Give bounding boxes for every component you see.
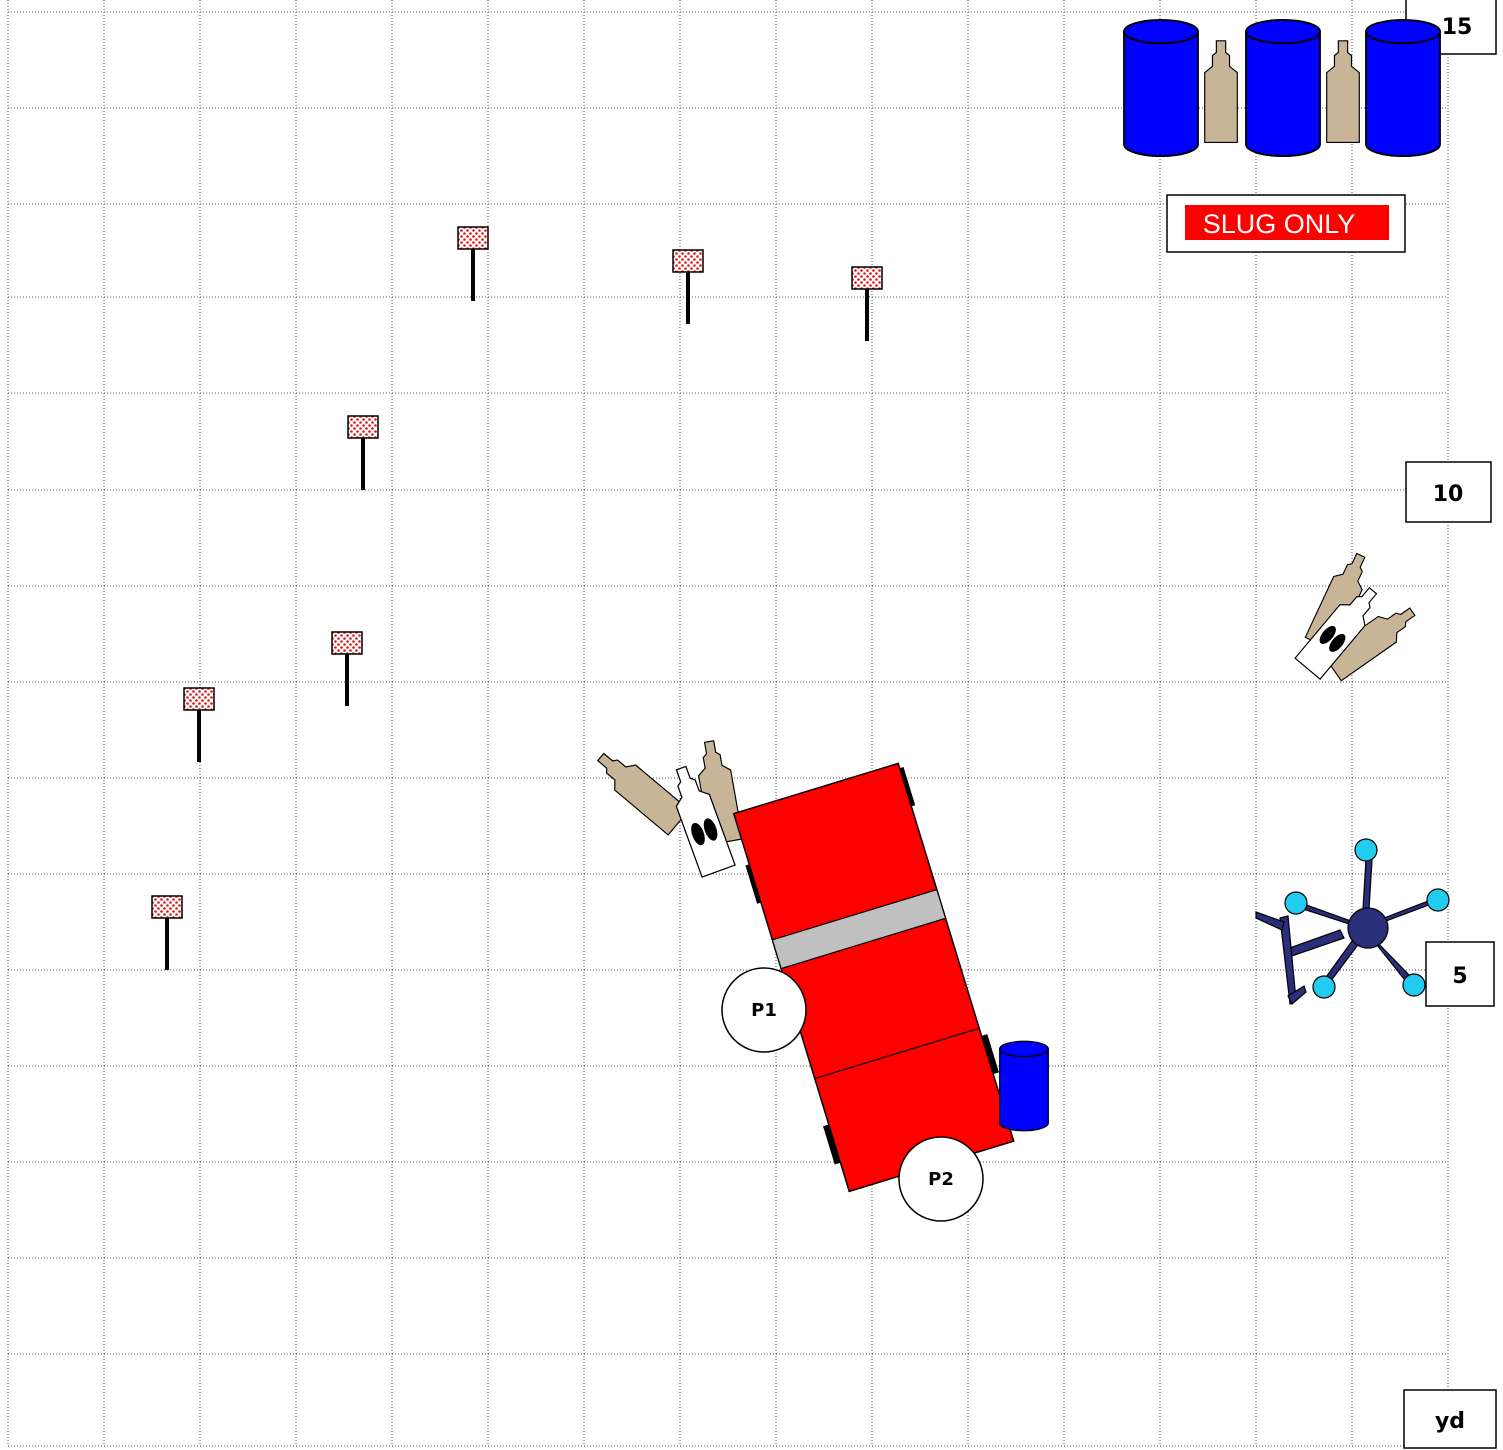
svg-text:5: 5 — [1452, 964, 1467, 989]
position-p2: P2 — [899, 1137, 983, 1221]
svg-text:SLUG ONLY: SLUG ONLY — [1203, 209, 1356, 239]
svg-text:15: 15 — [1442, 15, 1473, 40]
slug-only-sign: SLUG ONLY — [1167, 195, 1405, 252]
yard-unit-label: yd — [1404, 1390, 1496, 1448]
plate — [1427, 889, 1449, 911]
svg-text:10: 10 — [1433, 482, 1464, 507]
barrel-icon — [1366, 20, 1440, 156]
svg-text:P1: P1 — [751, 1000, 777, 1021]
position-p1: P1 — [722, 968, 806, 1052]
barrel-icon — [1246, 20, 1320, 156]
yard-label-5: 5 — [1426, 942, 1494, 1006]
svg-text:yd: yd — [1435, 1409, 1465, 1434]
svg-text:P2: P2 — [928, 1169, 954, 1190]
plate — [1355, 839, 1377, 861]
plate — [1285, 892, 1307, 914]
barrel-icon — [1000, 1041, 1049, 1130]
plate — [1403, 974, 1425, 996]
yard-label-10: 10 — [1406, 462, 1491, 522]
barrel-icon — [1124, 20, 1198, 156]
barrel-wall — [1124, 20, 1440, 156]
plate — [1313, 976, 1335, 998]
